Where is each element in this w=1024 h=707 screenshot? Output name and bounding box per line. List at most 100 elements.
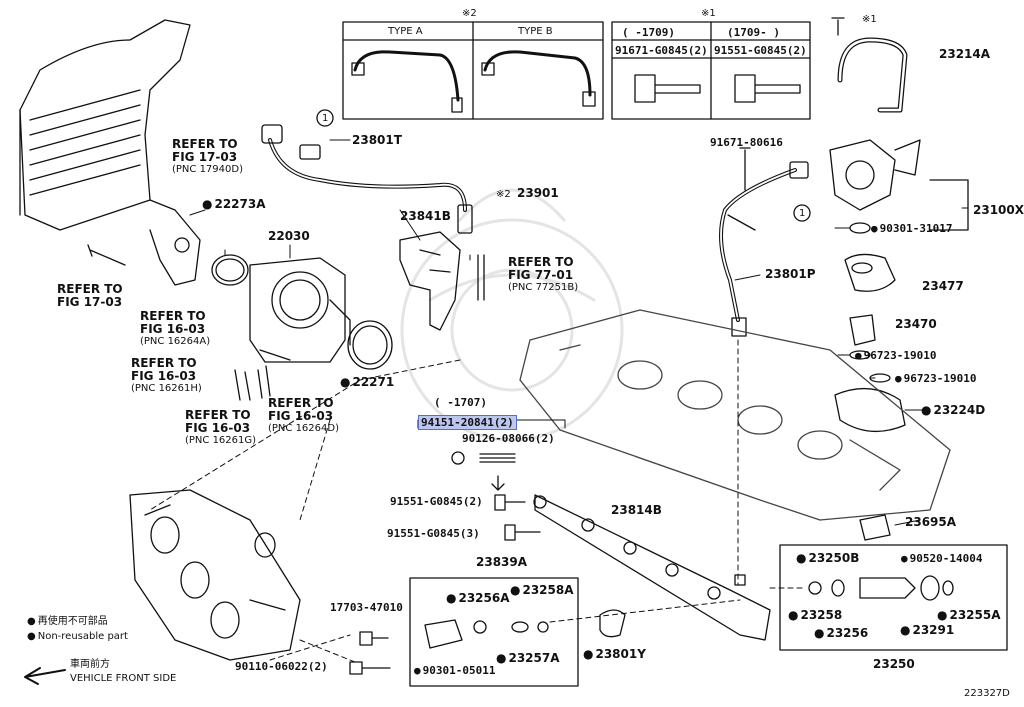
fuel-rail-drawing <box>533 494 771 641</box>
label-23256a[interactable]: 23256A <box>446 592 509 605</box>
label-91551-g0845-box[interactable]: 91551-G0845(2) <box>714 44 807 57</box>
intake-manifold-drawing <box>129 489 301 661</box>
bolt-col2-range: (1709- ) <box>727 26 780 39</box>
refer-line: FIG 16-03 <box>268 409 334 423</box>
label-90110-06022[interactable]: 90110-06022(2) <box>235 660 328 673</box>
bolt-col1-range: ( -1709) <box>622 26 675 39</box>
bolt-box <box>611 21 811 120</box>
label-23258[interactable]: 23258 <box>788 609 842 622</box>
refer-line: REFER TO <box>172 137 238 151</box>
label-91551-g0845-3[interactable]: 91551-G0845(3) <box>387 527 480 540</box>
label-23100x[interactable]: 23100X <box>973 203 1024 217</box>
refer-line: FIG 16-03 <box>131 369 197 383</box>
bracket-drawing <box>399 231 461 331</box>
refer-pnc: (PNC 16264A) <box>140 336 211 347</box>
label-23841b[interactable]: 23841B <box>400 209 451 223</box>
box-23839a <box>409 577 626 687</box>
type-box-header: ※2 <box>462 8 477 19</box>
lifter-drawing <box>834 253 906 433</box>
label-23250b[interactable]: 23250B <box>796 552 859 565</box>
refer-17-03[interactable]: REFER TO FIG 17-03 <box>57 283 123 309</box>
label-bolt-star: ※1 <box>862 14 877 25</box>
label-23801p[interactable]: 23801P <box>765 267 816 281</box>
label-23258a[interactable]: 23258A <box>510 584 573 597</box>
diagram-id: 223327D <box>964 688 1010 699</box>
label-23257a[interactable]: 23257A <box>496 652 559 665</box>
refer-16264a[interactable]: REFER TO FIG 16-03 (PNC 16264A) <box>140 309 211 348</box>
refer-line: FIG 16-03 <box>140 322 206 336</box>
refer-pnc: (PNC 16264D) <box>268 423 339 434</box>
refer-line: FIG 17-03 <box>172 150 238 164</box>
refer-16261h[interactable]: REFER TO FIG 16-03 (PNC 16261H) <box>131 356 202 395</box>
refer-16261g[interactable]: REFER TO FIG 16-03 (PNC 16261G) <box>185 408 257 447</box>
label-17703-47010[interactable]: 17703-47010 <box>330 601 403 614</box>
refer-pnc: (PNC 77251B) <box>508 282 579 293</box>
refer-line: REFER TO <box>131 356 197 370</box>
label-23250[interactable]: 23250 <box>873 657 915 671</box>
pipe-23214a-drawing <box>831 17 908 113</box>
legend-front-en: VEHICLE FRONT SIDE <box>70 673 177 684</box>
refer-line: REFER TO <box>508 255 574 269</box>
label-23814b[interactable]: 23814B <box>611 503 662 517</box>
label-91671-80616[interactable]: 91671-80616 <box>710 136 783 149</box>
type-a-label: TYPE A <box>388 26 423 37</box>
legend-front-jp: 車両前方 <box>70 659 110 670</box>
label-23224d[interactable]: 23224D <box>921 404 985 417</box>
label-23695a[interactable]: 23695A <box>905 515 957 529</box>
fuel-pump-drawing <box>793 139 969 234</box>
refer-pnc: (PNC 17940D) <box>172 164 243 175</box>
refer-16264d[interactable]: REFER TO FIG 16-03 (PNC 16264D) <box>268 396 339 435</box>
label-22273a[interactable]: 22273A <box>202 198 265 211</box>
type-box <box>342 21 604 120</box>
refer-line: REFER TO <box>268 396 334 410</box>
label-23477[interactable]: 23477 <box>922 279 964 293</box>
refer-line: REFER TO <box>57 282 123 296</box>
label-96723-19010-b[interactable]: 96723-19010 <box>895 372 977 385</box>
box-23250 <box>779 514 1008 651</box>
label-circle-1-a: 1 <box>322 113 329 124</box>
refer-pnc: (PNC 16261H) <box>131 383 202 394</box>
throttle-body-drawing <box>234 257 393 401</box>
label-23255a[interactable]: 23255A <box>937 609 1000 622</box>
label-90126-08066[interactable]: 90126-08066(2) <box>462 432 555 445</box>
refer-line: FIG 77-01 <box>508 268 574 282</box>
pipe-23801p-drawing <box>719 147 809 337</box>
label-bracket-1707: ( -1707) <box>434 396 487 409</box>
label-23214a[interactable]: 23214A <box>939 47 991 61</box>
label-23839a[interactable]: 23839A <box>476 555 528 569</box>
bolt-box-header: ※1 <box>701 8 716 19</box>
label-90301-05011[interactable]: 90301-05011 <box>414 664 496 677</box>
label-91551-g0845-2[interactable]: 91551-G0845(2) <box>390 495 483 508</box>
refer-77251b[interactable]: REFER TO FIG 77-01 (PNC 77251B) <box>508 255 579 294</box>
label-22030[interactable]: 22030 <box>268 229 310 243</box>
watermark-emblem <box>400 188 624 442</box>
label-circle-1-b: 1 <box>799 208 806 219</box>
label-23256[interactable]: 23256 <box>814 627 868 640</box>
label-91671-g0845[interactable]: 91671-G0845(2) <box>615 44 708 57</box>
cylinder-head-drawing <box>519 309 951 521</box>
label-23801t[interactable]: 23801T <box>352 133 402 147</box>
refer-pnc: (PNC 16261G) <box>185 435 257 446</box>
refer-17940d[interactable]: REFER TO FIG 17-03 (PNC 17940D) <box>172 137 243 176</box>
label-96723-19010-a[interactable]: 96723-19010 <box>855 349 937 362</box>
label-23901[interactable]: 23901 <box>517 186 559 200</box>
label-23801y[interactable]: 23801Y <box>583 648 645 661</box>
vehicle-front-arrow-icon <box>24 667 66 685</box>
bolt-drawings <box>349 451 541 675</box>
legend-reuse-en: Non-reusable part <box>27 631 128 642</box>
intercooler-drawing <box>19 19 249 286</box>
refer-line: FIG 17-03 <box>57 295 123 309</box>
label-23291[interactable]: 23291 <box>900 624 954 637</box>
fuel-hose-drawing <box>261 109 485 301</box>
lead-lines <box>189 139 969 526</box>
type-b-label: TYPE B <box>518 26 553 37</box>
label-22271[interactable]: 22271 <box>340 376 394 389</box>
label-90520-14004[interactable]: 90520-14004 <box>901 552 983 565</box>
refer-line: REFER TO <box>140 309 206 323</box>
refer-line: REFER TO <box>185 408 251 422</box>
label-23470[interactable]: 23470 <box>895 317 937 331</box>
label-23901-note: ※2 <box>496 189 511 200</box>
label-94151-20841[interactable]: 94151-20841(2) <box>418 415 517 430</box>
label-90301-31017[interactable]: 90301-31017 <box>871 222 953 235</box>
refer-line: FIG 16-03 <box>185 421 251 435</box>
